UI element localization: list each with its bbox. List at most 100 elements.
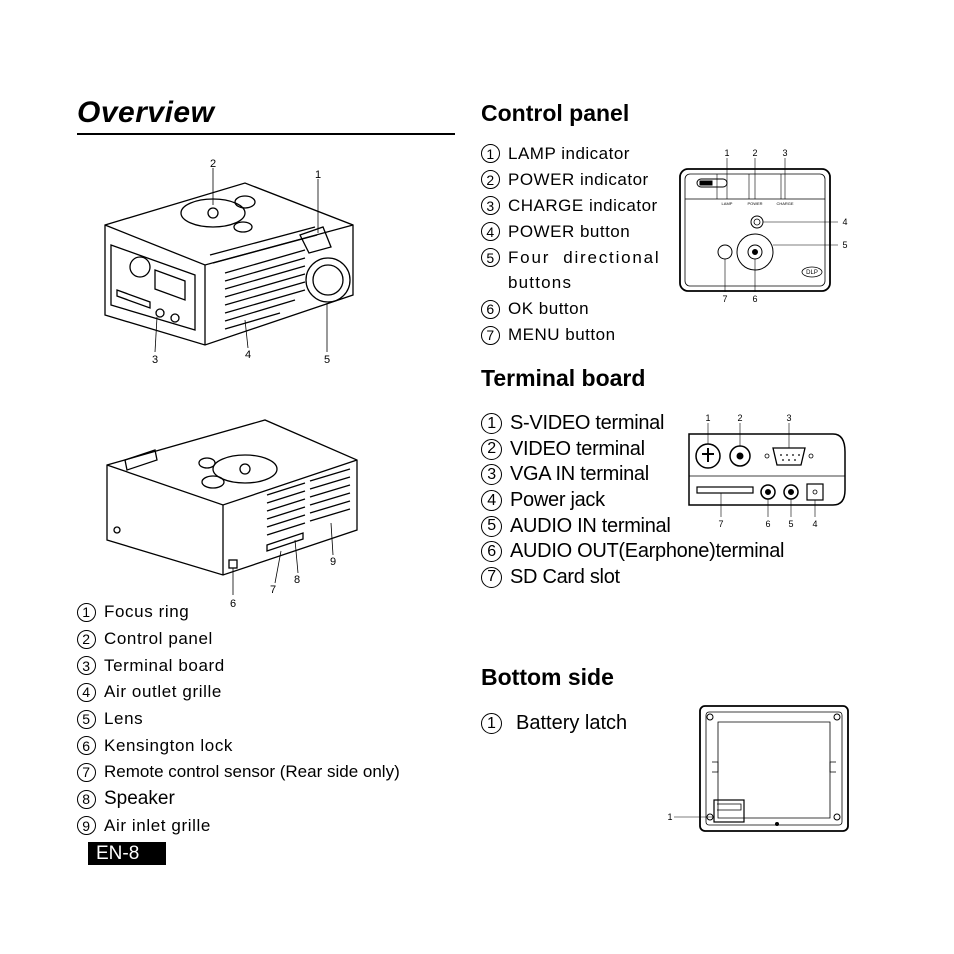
item-number: 7 (481, 325, 500, 345)
item-number: 3 (77, 656, 96, 676)
bottom-side-heading: Bottom side (481, 664, 614, 690)
item-label: Terminal board (104, 655, 225, 675)
page-title: Overview (77, 96, 215, 129)
item-label: Air inlet grille (104, 815, 211, 835)
list-item: 5 AUDIO IN terminal (481, 513, 821, 539)
list-item: 1 Battery latch (481, 712, 627, 735)
item-number: 8 (77, 789, 96, 809)
item-label: Battery latch (516, 712, 628, 734)
item-label: Control panel (104, 629, 213, 649)
item-number: 2 (77, 629, 96, 649)
item-label: Remote control sensor (Rear side only) (104, 762, 400, 782)
dlp-logo: DLP (806, 270, 818, 276)
callout-9: 9 (330, 556, 336, 568)
list-item: 1 LAMP indicator (481, 141, 681, 167)
control-panel-heading: Control panel (481, 100, 630, 126)
callout-7: 7 (270, 584, 276, 596)
list-item: 1 S-VIDEO terminal (481, 411, 821, 437)
item-number: 1 (481, 144, 500, 164)
callout-2: 2 (737, 413, 742, 423)
item-number: 5 (77, 709, 96, 729)
item-number: 4 (77, 682, 96, 702)
item-label: VGA IN terminal (510, 463, 649, 486)
overview-parts-list: 1 Focus ring 2 Control panel 3 Terminal boa… (77, 599, 457, 839)
callout-4: 4 (842, 217, 847, 227)
projector-rear-illustration: 6 7 8 9 (106, 419, 358, 610)
item-number: 1 (481, 413, 502, 435)
panel-label-lamp: LAMP (722, 201, 733, 206)
list-item: 3 Terminal board (77, 652, 457, 679)
callout-5: 5 (324, 354, 330, 366)
item-number: 6 (481, 299, 500, 319)
list-item: 6 AUDIO OUT(Earphone)terminal (481, 539, 821, 565)
list-item: 1 Focus ring (77, 599, 457, 626)
item-number: 6 (77, 736, 96, 756)
callout-3: 3 (786, 413, 791, 423)
item-number: 4 (481, 222, 500, 242)
item-label: LAMP indicator (508, 143, 630, 163)
list-item: 4 Air outlet grille (77, 679, 457, 706)
item-label: S-VIDEO terminal (510, 412, 665, 435)
callout-5: 5 (788, 519, 793, 529)
item-number: 1 (481, 713, 502, 734)
callout-1: 1 (667, 812, 672, 822)
list-item: 5 Four directional (481, 245, 681, 271)
item-label: CHARGE indicator (508, 195, 658, 215)
title-underline (77, 133, 455, 135)
item-label: buttons (508, 273, 573, 293)
terminal-board-heading: Terminal board (481, 365, 646, 391)
item-number: 3 (481, 464, 502, 486)
item-label: Speaker (104, 788, 175, 810)
callout-1: 1 (724, 148, 729, 158)
bottom-side-list: 1 Battery latch (481, 712, 627, 735)
item-number: 7 (481, 566, 502, 588)
item-label: Four directional (508, 247, 661, 267)
bottom-side-diagram: 1 (667, 705, 849, 832)
page-number-label: EN-8 (88, 842, 166, 865)
list-item: 5 Lens (77, 706, 457, 733)
item-number: 7 (77, 762, 96, 782)
panel-label-power: POWER (747, 201, 762, 206)
callout-2: 2 (752, 148, 757, 158)
callout-2: 2 (210, 158, 216, 170)
list-item: 8 Speaker (77, 786, 457, 813)
control-panel-diagram: LAMP POWER CHARGE DLP 1 2 3 4 5 7 6 (679, 148, 848, 304)
item-number: 6 (481, 541, 502, 563)
item-number: 5 (481, 248, 500, 267)
item-label: VIDEO terminal (510, 437, 645, 460)
callout-4: 4 (245, 349, 251, 361)
list-item: 7 Remote control sensor (Rear side only) (77, 759, 457, 786)
callout-3: 3 (782, 148, 787, 158)
item-number: 2 (481, 170, 500, 190)
item-label: Focus ring (104, 602, 190, 622)
item-number: 1 (77, 602, 96, 622)
list-item: 2 Control panel (77, 626, 457, 653)
item-label: Air outlet grille (104, 682, 222, 702)
list-item: 6 OK button (481, 296, 681, 322)
terminal-board-diagram: 1 2 3 7 6 5 4 (688, 413, 846, 529)
item-number: 5 (481, 515, 502, 537)
item-label: Power jack (510, 489, 605, 512)
panel-label-charge: CHARGE (776, 201, 793, 206)
list-item: 3 VGA IN terminal (481, 462, 821, 488)
callout-1: 1 (315, 169, 321, 181)
item-label: POWER indicator (508, 169, 649, 189)
item-label: POWER button (508, 221, 631, 241)
item-label: AUDIO IN terminal (510, 514, 671, 537)
callout-6: 6 (230, 598, 236, 610)
item-label: Lens (104, 709, 144, 729)
item-label: Kensington lock (104, 735, 234, 755)
item-label: AUDIO OUT(Earphone)terminal (510, 540, 785, 563)
item-label: MENU button (508, 325, 616, 345)
item-label: OK button (508, 299, 590, 319)
callout-4: 4 (812, 519, 817, 529)
callout-3: 3 (152, 354, 158, 366)
callout-8: 8 (294, 574, 300, 586)
